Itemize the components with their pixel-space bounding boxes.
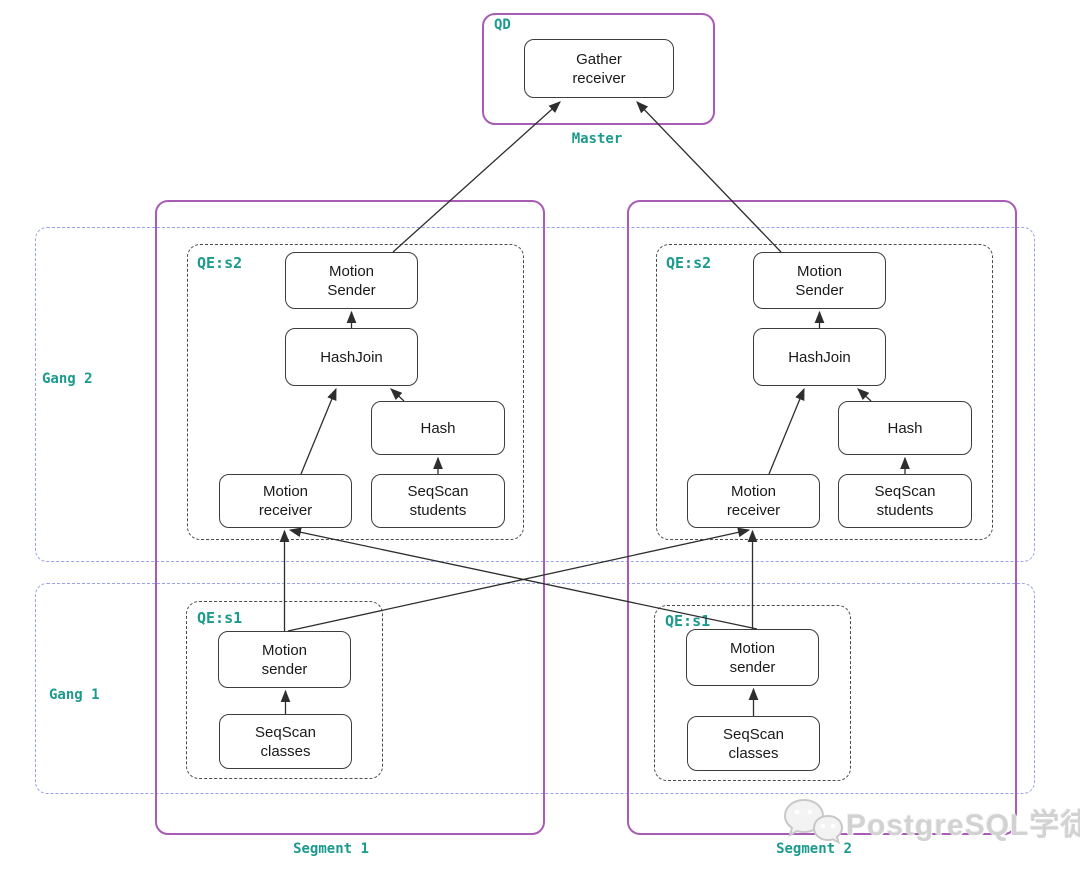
node-text: classes xyxy=(260,742,311,760)
node-seg2-motion-receiver: Motion receiver xyxy=(687,474,820,528)
watermark-text: PostgreSQL学徒 xyxy=(846,809,1080,842)
node-text: Motion xyxy=(328,262,375,280)
node-text: SeqScan xyxy=(874,483,936,500)
node-text: students xyxy=(409,502,467,519)
node-text: Motion xyxy=(796,262,843,280)
master-caption: Master xyxy=(571,131,623,147)
node-text: receiver xyxy=(258,502,313,519)
node-gather-receiver-line1: Gather xyxy=(576,50,622,68)
node-text: HashJoin xyxy=(788,348,851,366)
node-text: Motion xyxy=(262,483,309,500)
node-text: classes xyxy=(728,744,779,762)
segment2-qe-s1-label: QE:s1 xyxy=(665,612,711,630)
node-seg1-hashjoin: HashJoin xyxy=(285,328,418,386)
segment1-qe-s1-label: QE:s1 xyxy=(197,609,243,627)
node-seg2-motion-sender-s1: Motion sender xyxy=(686,629,819,686)
node-seg2-hashjoin: HashJoin xyxy=(753,328,886,386)
node-seg1-hash: Hash xyxy=(371,401,505,455)
segment-2-caption: Segment 2 xyxy=(776,841,852,857)
node-text: Hash xyxy=(420,419,456,437)
segment2-qe-s2-label: QE:s2 xyxy=(666,254,712,272)
node-text: SeqScan xyxy=(723,725,784,743)
node-seg2-seqscan-classes: SeqScan classes xyxy=(687,716,820,771)
node-seg1-motion-receiver: Motion receiver xyxy=(219,474,352,528)
node-text: SeqScan xyxy=(255,723,316,741)
wechat-icon xyxy=(783,798,844,845)
watermark: PostgreSQL学徒 xyxy=(782,796,1080,848)
node-seg1-motion-sender-s2: Motion Sender xyxy=(285,252,418,309)
node-text: HashJoin xyxy=(320,348,383,366)
node-text: receiver xyxy=(726,502,781,519)
node-text: Sender xyxy=(327,281,376,299)
segment-1-box xyxy=(155,200,545,835)
node-gather-receiver-line2: receiver xyxy=(572,69,626,87)
node-text: sender xyxy=(261,660,308,678)
node-text: sender xyxy=(729,658,776,676)
node-text: Motion xyxy=(729,639,776,657)
node-text: Hash xyxy=(887,419,923,437)
node-seg2-seqscan-students: SeqScan students xyxy=(838,474,972,528)
node-seg1-seqscan-students: SeqScan students xyxy=(371,474,505,528)
node-seg1-seqscan-classes: SeqScan classes xyxy=(219,714,352,769)
node-text: Motion xyxy=(730,483,777,500)
node-text: students xyxy=(876,502,934,519)
segment2-qe-s2-box xyxy=(656,244,993,540)
gang-1-label: Gang 1 xyxy=(49,687,100,703)
gang-2-label: Gang 2 xyxy=(42,371,93,387)
qd-label: QD xyxy=(494,17,511,33)
node-gather-receiver: Gather receiver xyxy=(524,39,674,98)
node-text: Motion xyxy=(261,641,308,659)
node-seg2-motion-sender-s2: Motion Sender xyxy=(753,252,886,309)
node-text: Sender xyxy=(795,281,844,299)
node-seg1-motion-sender-s1: Motion sender xyxy=(218,631,351,688)
segment1-qe-s2-label: QE:s2 xyxy=(197,254,243,272)
segment-1-caption: Segment 1 xyxy=(293,841,369,857)
node-seg2-hash: Hash xyxy=(838,401,972,455)
node-text: SeqScan xyxy=(407,483,469,500)
